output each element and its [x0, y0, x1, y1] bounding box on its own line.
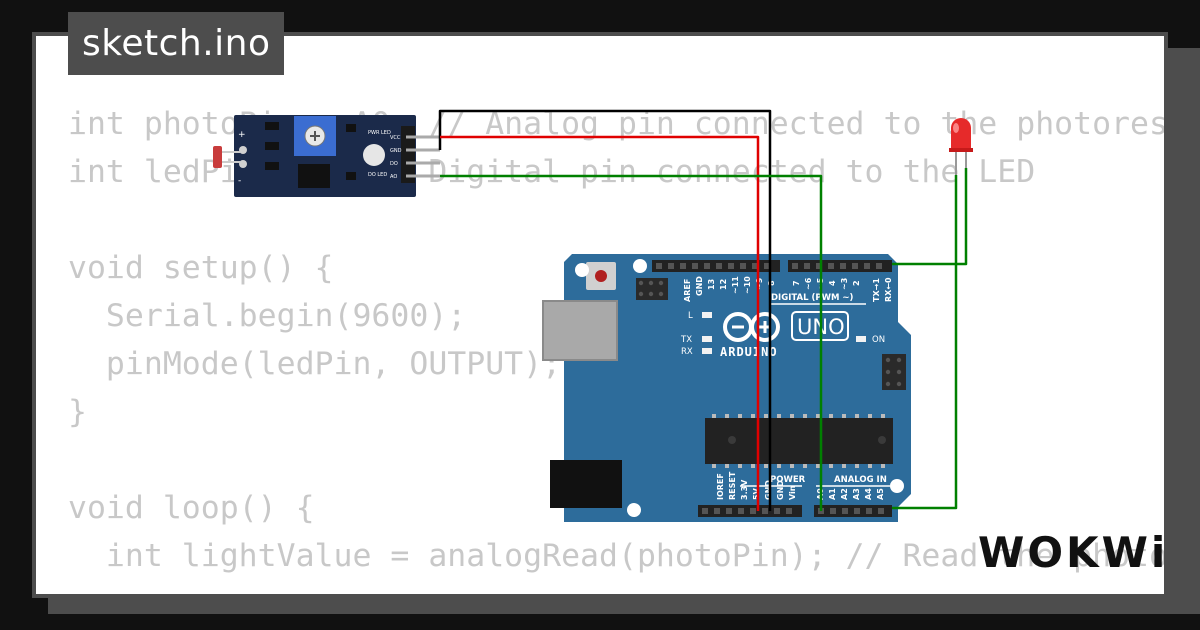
led-on-label: ON	[872, 335, 885, 345]
smd-resistor	[265, 162, 279, 170]
wire-led-pin9[interactable]	[892, 168, 968, 266]
code-line: void loop() {	[68, 490, 315, 526]
code-line: void setup() {	[68, 250, 334, 286]
smd-led-do	[346, 172, 356, 180]
power-pin-label: RESET	[728, 471, 737, 500]
digital-pin-label: ~11	[731, 276, 740, 294]
pwr-led-label: PWR LED	[368, 130, 391, 136]
power-pin-label: IOREF	[716, 473, 725, 500]
wire-vcc[interactable]	[440, 135, 760, 511]
digital-header-title: DIGITAL (PWM ~)	[771, 293, 853, 303]
usb-connector	[542, 300, 618, 361]
digital-pin-label: 2	[852, 280, 861, 286]
digital-pin-label: ~3	[840, 278, 849, 290]
red-led[interactable]	[949, 118, 973, 175]
smd-resistor	[265, 142, 279, 150]
digital-pin-label: RX←0	[884, 277, 893, 302]
sensor-pin-do: DO	[390, 161, 398, 167]
do-led-label: DO LED	[368, 172, 387, 178]
atmega-chip	[705, 418, 893, 464]
power-pin-label: 3.3V	[740, 479, 749, 500]
digital-pin-label: 8	[767, 280, 776, 286]
code-line: Serial.begin(9600);	[68, 298, 467, 334]
led-tx-label: TX	[680, 335, 692, 345]
led-l	[702, 312, 712, 318]
analog-header-title: ANALOG IN	[834, 475, 887, 485]
sensor-pin-gnd: GND	[390, 148, 402, 154]
sensor-minus-label: -	[238, 176, 241, 186]
sketch-filename-tab[interactable]: sketch.ino	[68, 12, 285, 75]
analog-pin-label: A1	[828, 488, 837, 500]
power-pin-label: GND	[776, 480, 785, 500]
led-tx	[702, 336, 712, 342]
digital-pin-label: 4	[828, 280, 837, 286]
digital-pin-label: 13	[707, 279, 716, 290]
analog-pin-label: A2	[840, 488, 849, 500]
digital-pin-label: ~6	[804, 277, 813, 290]
led-rx	[702, 348, 712, 354]
arduino-uno-board[interactable]: AREF GND 13 12 ~11 ~10 ~9 8 7 ~6 ~5 4 ~3…	[542, 254, 911, 522]
sensor-pin-ao: AO	[390, 174, 397, 180]
power-header-title: POWER	[770, 475, 806, 485]
smd-led-pwr	[346, 124, 356, 132]
wire-gnd[interactable]	[438, 109, 772, 511]
analog-pin-label: A5	[876, 488, 885, 500]
power-jack	[550, 460, 622, 508]
sensor-pin-header	[401, 126, 415, 183]
analog-pin-label: A3	[852, 488, 861, 500]
smd-resistor	[265, 122, 279, 130]
sensor-plus-label: +	[238, 130, 246, 140]
digital-pin-label: ~9	[755, 277, 764, 290]
photoresistor[interactable]	[213, 146, 222, 168]
code-line: pinMode(ledPin, OUTPUT);	[68, 346, 562, 382]
led-on	[856, 336, 866, 342]
arduino-infinity-icon	[723, 312, 780, 342]
digital-pin-label: 12	[719, 279, 728, 290]
light-sensor-module[interactable]: + - PWR LED DO LED VCC GND DO AO	[213, 115, 440, 197]
comparator-chip	[298, 164, 330, 188]
power-pin-label: GND	[764, 480, 773, 500]
code-line: int lightValue = analogRead(photoPin); /…	[105, 538, 1168, 574]
board-brand: ARDUINO	[720, 345, 778, 359]
led-rx-label: RX	[681, 347, 693, 357]
wire-led-gnd[interactable]	[892, 175, 958, 510]
gnd-top-label: GND	[695, 276, 704, 296]
wire-ao[interactable]	[440, 174, 823, 511]
analog-pin-label: A4	[864, 488, 873, 500]
code-line: }	[68, 394, 87, 430]
power-pin-label: Vin	[788, 485, 797, 500]
wokwi-logo: WOKWi	[978, 528, 1169, 577]
digital-pin-label: TX→1	[872, 278, 881, 302]
led-l-label: L	[688, 311, 693, 321]
digital-pin-label: ~10	[743, 276, 752, 294]
aref-label: AREF	[683, 279, 692, 302]
power-pin-label: 5V	[752, 487, 761, 500]
sensor-indicator-led	[363, 144, 385, 166]
sensor-pin-vcc: VCC	[390, 135, 401, 141]
digital-pin-label: 7	[792, 280, 801, 286]
